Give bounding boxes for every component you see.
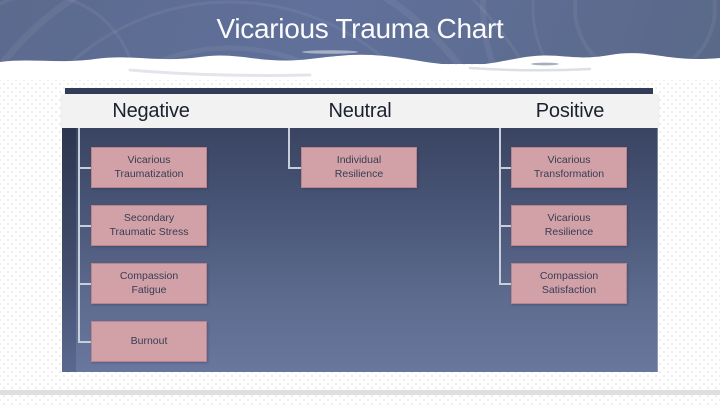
column-header-positive: Positive bbox=[535, 100, 605, 122]
banner-arc-decoration bbox=[0, 0, 717, 64]
connector-branch-positive-2 bbox=[498, 224, 512, 227]
connector-branch-neutral-1 bbox=[288, 166, 302, 169]
slide-title: Vicarious Trauma Chart bbox=[216, 13, 504, 44]
connector-branch-negative-1 bbox=[77, 166, 92, 169]
node-vicarious-traumatization: Vicarious Traumatization bbox=[91, 147, 207, 188]
connector-trunk-neutral bbox=[288, 128, 290, 168]
connector-branch-negative-4 bbox=[77, 340, 92, 343]
connector-branch-positive-1 bbox=[498, 166, 512, 169]
connector-branch-negative-2 bbox=[77, 224, 92, 227]
connector-trunk-negative bbox=[77, 128, 80, 342]
node-vicarious-resilience: Vicarious Resilience bbox=[511, 205, 627, 246]
node-secondary-traumatic-stress: Secondary Traumatic Stress bbox=[91, 205, 207, 246]
connector-branch-negative-3 bbox=[77, 282, 92, 285]
node-burnout: Burnout bbox=[91, 321, 207, 362]
node-individual-resilience: Individual Resilience bbox=[301, 147, 417, 188]
chart-header-band bbox=[62, 94, 658, 128]
node-vicarious-transformation: Vicarious Transformation bbox=[511, 147, 627, 188]
connector-trunk-positive bbox=[498, 128, 501, 284]
connector-branch-positive-3 bbox=[498, 282, 512, 285]
column-header-negative: Negative bbox=[112, 100, 190, 122]
title-banner: Vicarious Trauma Chart bbox=[0, 0, 720, 64]
chart-left-accent-strip bbox=[62, 128, 76, 372]
brush-stroke-edge bbox=[0, 50, 720, 80]
footer-divider-band bbox=[0, 390, 720, 395]
chart-top-border bbox=[65, 88, 653, 94]
node-compassion-satisfaction: Compassion Satisfaction bbox=[511, 263, 627, 304]
column-header-neutral: Neutral bbox=[328, 100, 392, 122]
node-compassion-fatigue: Compassion Fatigue bbox=[91, 263, 207, 304]
